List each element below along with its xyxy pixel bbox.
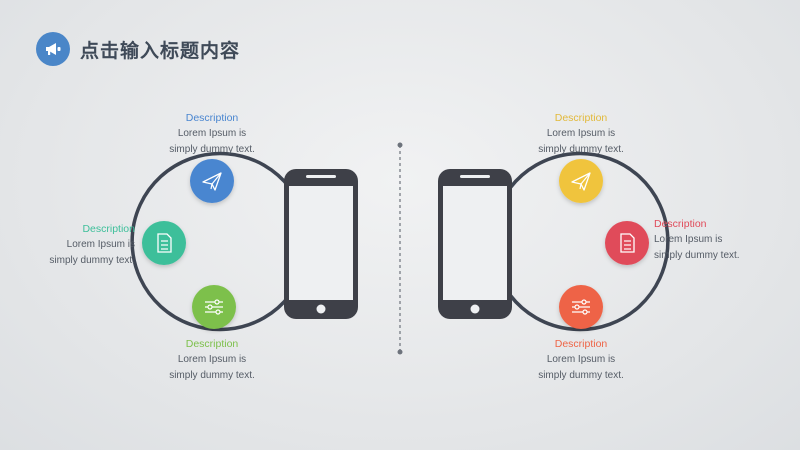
caption-line: Lorem Ipsum is: [654, 234, 723, 245]
right-middle-caption: Description Lorem Ipsum is simply dummy …: [654, 216, 794, 264]
left-ring-arc: [130, 151, 292, 332]
sliders-icon: [205, 299, 223, 315]
caption-line: Lorem Ipsum is: [546, 354, 616, 365]
left-bottom-node: [192, 285, 236, 329]
document-icon: [157, 233, 172, 253]
caption-title: Description: [185, 112, 239, 124]
caption-title: Description: [554, 112, 608, 124]
right-middle-node: [605, 221, 649, 265]
caption-title: Description: [185, 338, 239, 350]
megaphone-icon: [36, 32, 70, 66]
caption-line: simply dummy text.: [654, 250, 740, 261]
caption-line: Lorem Ipsum is: [177, 128, 247, 139]
caption-title: Description: [554, 338, 608, 350]
left-middle-node: [142, 221, 186, 265]
page-title: 点击输入标题内容: [80, 39, 241, 62]
caption-line: simply dummy text.: [538, 370, 624, 381]
left-top-caption: Description Lorem Ipsum is simply dummy …: [142, 110, 282, 158]
caption-line: Lorem Ipsum is: [546, 128, 616, 139]
divider-dot-top: [397, 142, 403, 148]
slide-header: 点击输入标题内容: [36, 32, 240, 66]
paper-plane-icon: [571, 172, 591, 191]
left-phone-icon: [284, 169, 358, 319]
right-bottom-caption: Description Lorem Ipsum is simply dummy …: [511, 336, 651, 384]
caption-line: simply dummy text.: [49, 255, 135, 266]
document-icon: [620, 233, 635, 253]
right-bottom-node: [559, 285, 603, 329]
left-bottom-caption: Description Lorem Ipsum is simply dummy …: [142, 336, 282, 384]
caption-title: Description: [82, 223, 135, 235]
paper-plane-icon: [202, 172, 222, 191]
caption-line: simply dummy text.: [169, 370, 255, 381]
divider-dot-bottom: [397, 349, 403, 355]
caption-line: Lorem Ipsum is: [66, 239, 135, 250]
sliders-icon: [572, 299, 590, 315]
right-top-node: [559, 159, 603, 203]
caption-line: simply dummy text.: [538, 144, 624, 155]
caption-line: simply dummy text.: [169, 144, 255, 155]
right-ring-arc: [508, 151, 670, 332]
caption-title: Description: [654, 218, 707, 230]
left-top-node: [190, 159, 234, 203]
caption-line: Lorem Ipsum is: [177, 354, 247, 365]
right-top-caption: Description Lorem Ipsum is simply dummy …: [511, 110, 651, 158]
right-phone-icon: [438, 169, 512, 319]
left-middle-caption: Description Lorem Ipsum is simply dummy …: [0, 221, 135, 269]
